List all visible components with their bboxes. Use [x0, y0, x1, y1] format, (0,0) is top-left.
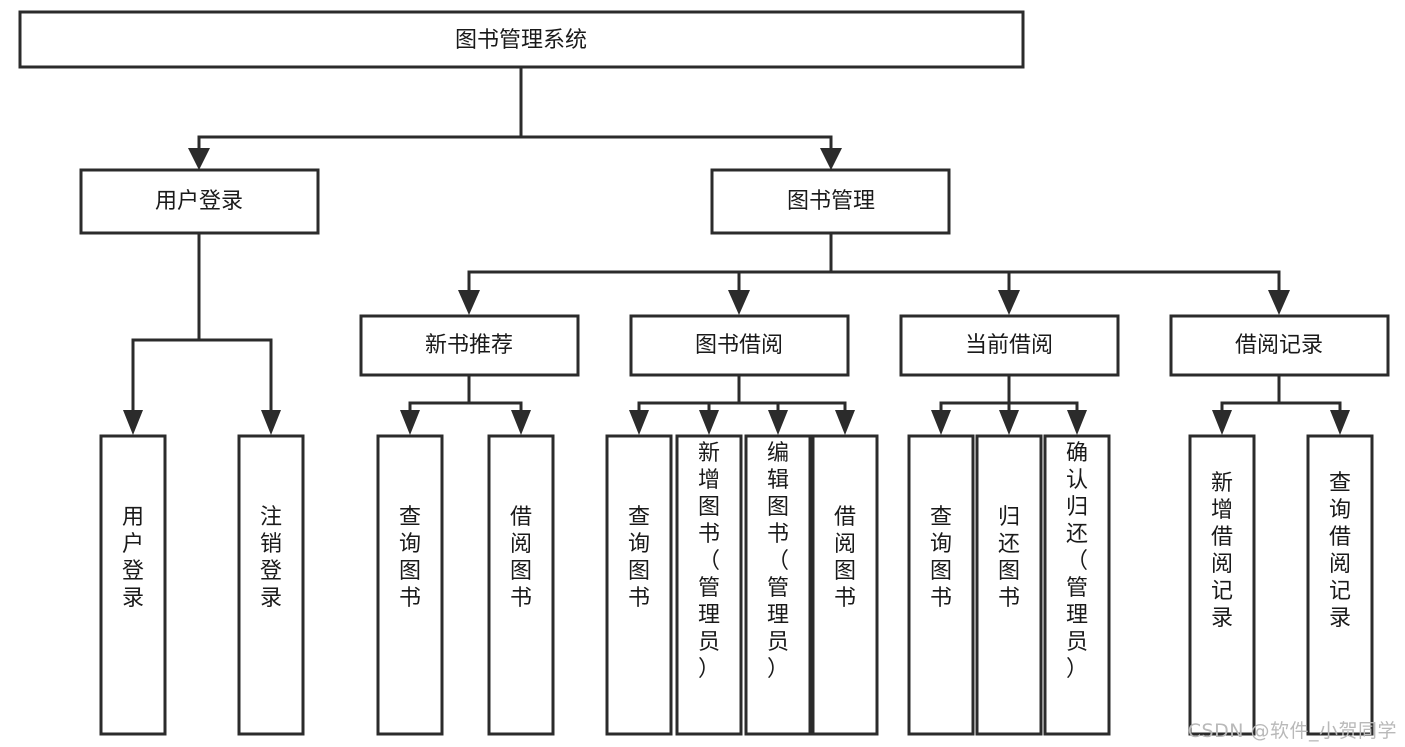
arrowhead-leaf-query-book-3 [931, 410, 951, 435]
node-root-label: 图书管理系统 [455, 28, 587, 53]
node-leaf-borrow-book-2-label: 借阅图书 [834, 505, 856, 611]
connectors-user-login-to-leaves [123, 231, 281, 435]
arrowhead-current-borrow [998, 290, 1020, 315]
node-leaf-user-login-label: 用户登录 [122, 505, 144, 611]
node-book-management-system[interactable]: 图书管理系统 [18, 10, 1025, 69]
node-leaf-add-book[interactable]: 新增图书（管理员） [675, 434, 743, 736]
node-leaf-query-book-2-label: 查询图书 [628, 505, 650, 611]
node-leaf-return-book[interactable]: 归还图书 [975, 434, 1043, 736]
arrowhead-leaf-query-record [1330, 410, 1350, 435]
node-book-borrow[interactable]: 图书借阅 [629, 314, 850, 377]
node-leaf-borrow-book-1-box[interactable] [487, 434, 555, 736]
connectors-root-to-level1 [188, 65, 842, 170]
node-leaf-query-book-1[interactable]: 查询图书 [376, 434, 444, 736]
arrowhead-leaf-add-book [699, 410, 719, 435]
arrowhead-leaf-borrow-book-2 [835, 410, 855, 435]
node-book-borrow-box[interactable] [629, 314, 850, 377]
node-root-box[interactable] [18, 10, 1025, 69]
node-book-management-box[interactable] [710, 168, 951, 235]
node-leaf-logout-login[interactable]: 注销登录 [237, 434, 305, 736]
node-borrow-record-label: 借阅记录 [1235, 333, 1323, 358]
node-leaf-query-record[interactable]: 查询借阅记录 [1306, 434, 1374, 736]
node-leaf-confirm-return[interactable]: 确认归还（管理员） [1043, 434, 1111, 736]
node-leaf-borrow-book-2[interactable]: 借阅图书 [811, 434, 879, 736]
arrowhead-leaf-confirm-return [1067, 410, 1087, 435]
node-leaf-query-book-3-box[interactable] [907, 434, 975, 736]
node-leaf-edit-book-label: 编辑图书（管理员） [767, 441, 789, 682]
node-new-book-recommend-box[interactable] [359, 314, 580, 377]
node-leaf-logout-login-label: 注销登录 [260, 505, 282, 611]
connectors-current-borrow-to-leaves [931, 373, 1087, 435]
node-leaf-logout-login-box[interactable] [237, 434, 305, 736]
node-leaf-add-record[interactable]: 新增借阅记录 [1188, 434, 1256, 736]
node-leaf-borrow-book-1-label: 借阅图书 [510, 505, 532, 611]
node-book-management[interactable]: 图书管理 [710, 168, 951, 235]
node-leaf-user-login[interactable]: 用户登录 [99, 434, 167, 736]
arrowhead-user-login [188, 148, 210, 170]
node-leaf-borrow-book-2-box[interactable] [811, 434, 879, 736]
arrowhead-book-borrow [728, 290, 750, 315]
arrowhead-leaf-borrow-book-1 [511, 410, 531, 435]
node-leaf-query-book-3[interactable]: 查询图书 [907, 434, 975, 736]
node-leaf-user-login-box[interactable] [99, 434, 167, 736]
node-leaf-confirm-return-box[interactable] [1043, 434, 1111, 736]
node-leaf-add-book-label: 新增图书（管理员） [698, 441, 720, 682]
node-new-book-recommend-label: 新书推荐 [425, 333, 513, 358]
node-user-login-box[interactable] [79, 168, 320, 235]
arrowhead-leaf-edit-book [768, 410, 788, 435]
node-borrow-record[interactable]: 借阅记录 [1169, 314, 1390, 377]
node-borrow-record-box[interactable] [1169, 314, 1390, 377]
arrowhead-leaf-user-login [123, 410, 143, 435]
node-leaf-return-book-box[interactable] [975, 434, 1043, 736]
arrowhead-borrow-record [1268, 290, 1290, 315]
node-leaf-query-book-1-label: 查询图书 [399, 505, 421, 611]
node-current-borrow-box[interactable] [899, 314, 1120, 377]
node-leaf-add-record-box[interactable] [1188, 434, 1256, 736]
node-user-login-label: 用户登录 [155, 189, 243, 214]
node-current-borrow[interactable]: 当前借阅 [899, 314, 1120, 377]
connectors-book-borrow-to-leaves [629, 373, 855, 435]
node-leaf-edit-book-box[interactable] [744, 434, 812, 736]
node-new-book-recommend[interactable]: 新书推荐 [359, 314, 580, 377]
arrowhead-leaf-logout-login [261, 410, 281, 435]
node-leaf-add-book-box[interactable] [675, 434, 743, 736]
arrowhead-leaf-return-book [999, 410, 1019, 435]
arrowhead-leaf-add-record [1212, 410, 1232, 435]
node-leaf-query-record-label: 查询借阅记录 [1329, 471, 1351, 631]
node-leaf-return-book-label: 归还图书 [998, 505, 1020, 611]
connectors-new-book-to-leaves [400, 373, 531, 435]
node-book-borrow-label: 图书借阅 [695, 333, 783, 358]
node-leaf-query-book-2-box[interactable] [605, 434, 673, 736]
connectors-borrow-record-to-leaves [1212, 373, 1350, 435]
node-leaf-query-book-2[interactable]: 查询图书 [605, 434, 673, 736]
node-book-management-label: 图书管理 [787, 189, 875, 214]
node-leaf-edit-book[interactable]: 编辑图书（管理员） [744, 434, 812, 736]
arrowhead-leaf-query-book-1 [400, 410, 420, 435]
node-leaf-add-record-label: 新增借阅记录 [1211, 471, 1233, 631]
node-user-login[interactable]: 用户登录 [79, 168, 320, 235]
connectors-book-management-to-level2 [458, 231, 1290, 315]
arrowhead-leaf-query-book-2 [629, 410, 649, 435]
node-leaf-query-book-1-box[interactable] [376, 434, 444, 736]
node-leaf-query-book-3-label: 查询图书 [930, 505, 952, 611]
arrowhead-new-book [458, 290, 480, 315]
node-leaf-borrow-book-1[interactable]: 借阅图书 [487, 434, 555, 736]
node-leaf-confirm-return-label: 确认归还（管理员） [1066, 441, 1088, 682]
arrowhead-book-management [820, 148, 842, 170]
node-current-borrow-label: 当前借阅 [965, 333, 1053, 358]
node-leaf-query-record-box[interactable] [1306, 434, 1374, 736]
